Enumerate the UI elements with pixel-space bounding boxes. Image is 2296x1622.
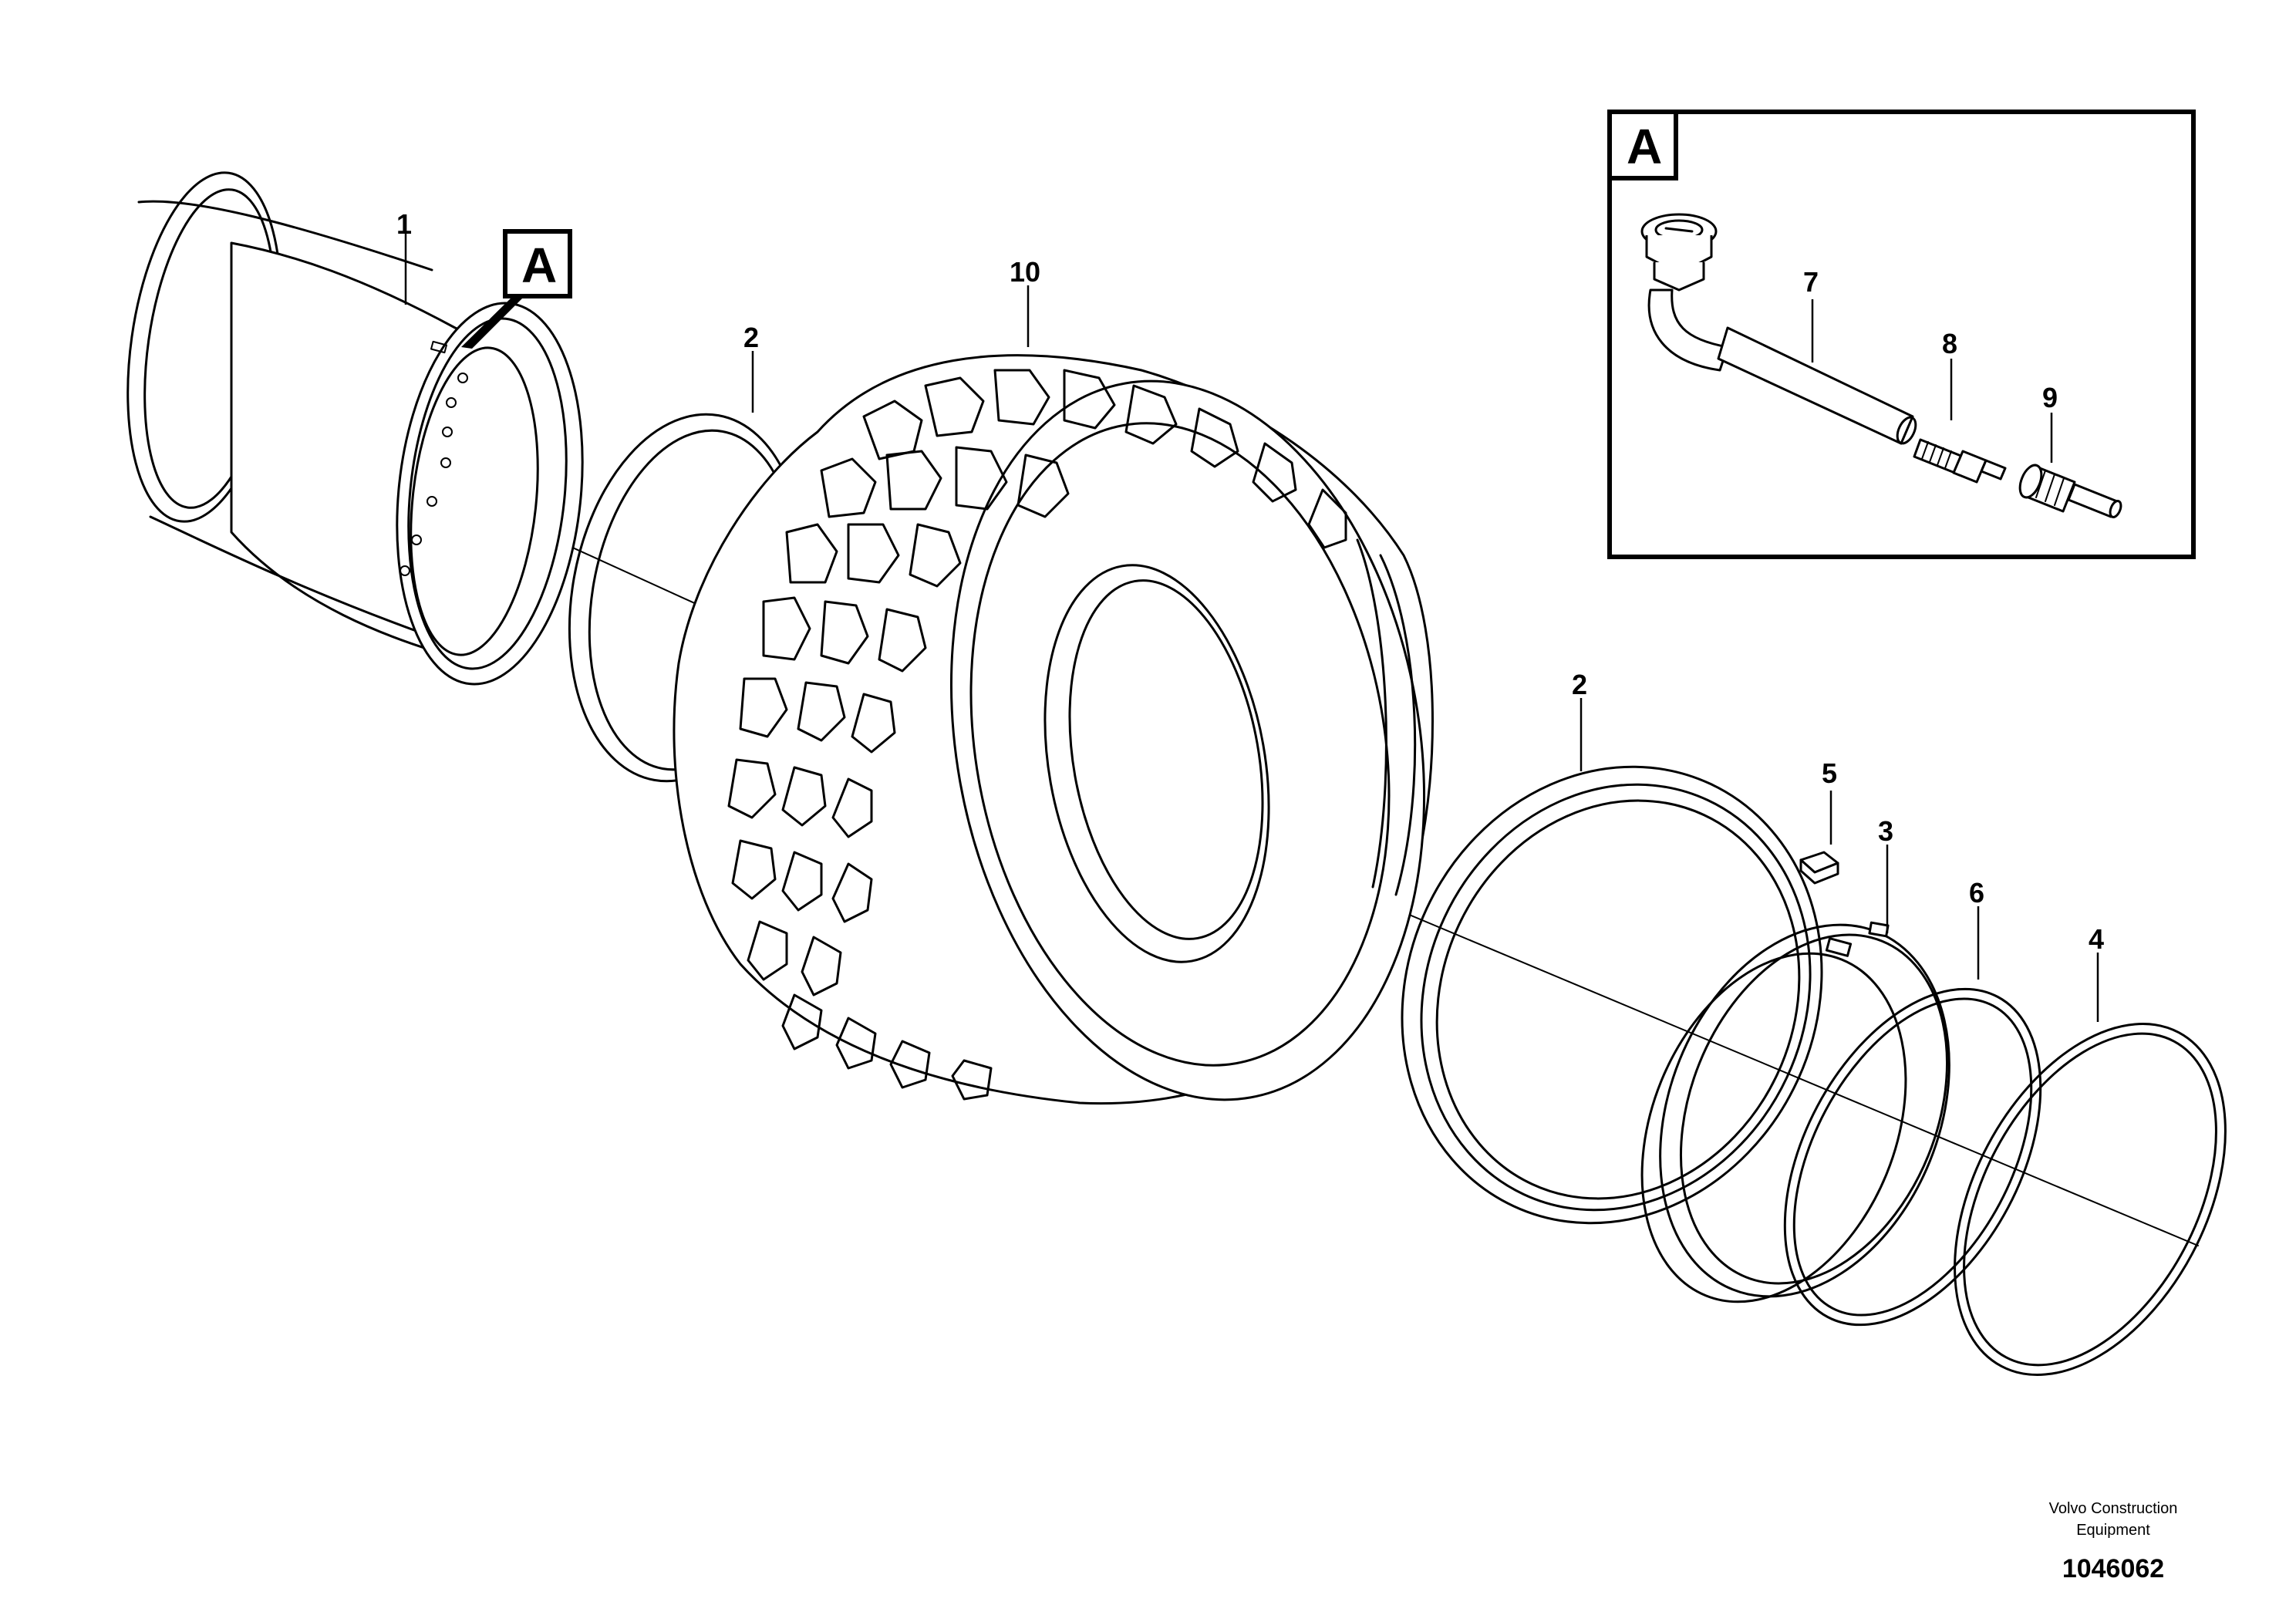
drawing-number: 1046062 (2062, 1554, 2164, 1583)
callout-10: 10 (1010, 256, 1040, 288)
valve-extension-part-7 (1640, 213, 1917, 445)
maker-name-line-2: Equipment (2076, 1522, 2150, 1539)
detail-a-reference-marker: A (461, 229, 572, 349)
lock-key-part-5 (1799, 851, 1839, 885)
callout-9: 9 (2042, 382, 2058, 413)
callout-1: 1 (396, 208, 412, 240)
detail-a-inset-letter: A (1627, 119, 1662, 174)
lock-ring-part-6 (1783, 987, 2042, 1327)
callout-4: 4 (2089, 923, 2104, 955)
detail-a-marker-letter: A (521, 238, 557, 293)
valve-core-part-8 (1913, 438, 2007, 484)
callout-6: 6 (1969, 877, 1984, 909)
callout-7: 7 (1803, 266, 1819, 298)
tire-tread-blocks (727, 369, 1347, 1101)
wheel-rim-part-1 (126, 171, 584, 686)
rim-bolt-holes (400, 373, 468, 576)
tire-part-10 (673, 354, 1434, 1105)
side-ring-part-3 (1640, 921, 1950, 1303)
callout-2-right: 2 (1572, 669, 1587, 700)
detail-a-inset: A (1607, 110, 2196, 559)
callout-leader-lines (404, 231, 2099, 1022)
callout-8: 8 (1942, 328, 1957, 359)
callout-5: 5 (1822, 757, 1837, 789)
o-ring-part-4 (1954, 1023, 2227, 1376)
callout-numbers: 1 2 10 2 5 3 6 4 7 8 9 (396, 208, 2104, 955)
callout-3: 3 (1878, 815, 1893, 847)
valve-cap-part-9 (2018, 464, 2122, 518)
callout-2-left: 2 (743, 322, 759, 353)
drawing-footer: Volvo Construction Equipment 1046062 (2049, 1500, 2178, 1583)
maker-name-line-1: Volvo Construction (2049, 1500, 2178, 1517)
seal-ring-part-2-right (1401, 765, 1823, 1225)
